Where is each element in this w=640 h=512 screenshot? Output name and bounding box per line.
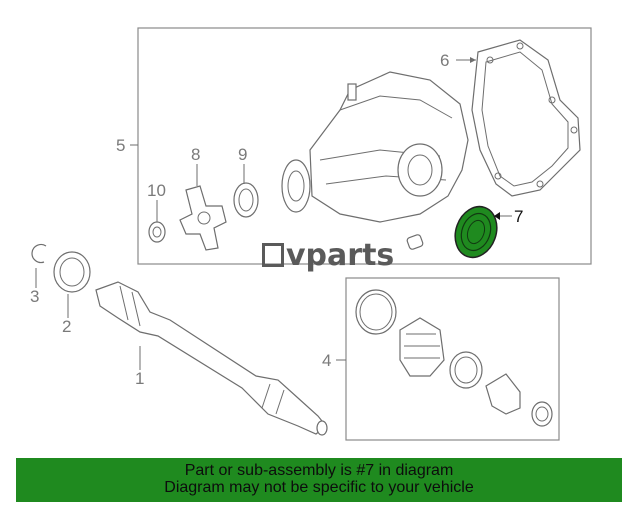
callout-5: 5 (116, 136, 125, 155)
callout-10: 10 (147, 181, 166, 200)
part-9-seal-ring (233, 182, 259, 218)
part-10-nut (148, 221, 166, 243)
callout-2: 2 (62, 317, 71, 336)
watermark-text: vparts (286, 238, 395, 273)
callout-3: 3 (30, 287, 39, 306)
part-8-flange (179, 185, 227, 251)
part-7-seal[interactable] (448, 201, 503, 264)
part-2-seal (53, 251, 91, 293)
callout-7: 7 (514, 207, 523, 226)
parts-diagram: 5 6 7 8 9 10 3 2 1 4 (30, 27, 592, 441)
info-banner: Part or sub-assembly is #7 in diagram Di… (16, 458, 622, 502)
watermark-mark-icon (262, 243, 284, 267)
assembly-box-5 (137, 27, 592, 265)
part-3-snap-ring (31, 243, 47, 264)
leader-lines (35, 57, 512, 370)
part-5-differential-housing (281, 71, 469, 223)
callout-8: 8 (191, 145, 200, 164)
watermark-logo: vparts (262, 238, 394, 273)
part-1-axle-shaft (95, 281, 328, 436)
drain-plug (406, 234, 424, 250)
part-6-cover[interactable] (471, 39, 581, 197)
part-4-boot-kit (355, 289, 553, 427)
callout-1: 1 (135, 369, 144, 388)
banner-line-2: Diagram may not be specific to your vehi… (164, 479, 474, 496)
callout-6: 6 (440, 51, 449, 70)
assembly-box-4 (345, 277, 560, 441)
banner-line-1: Part or sub-assembly is #7 in diagram (184, 462, 454, 479)
callout-9: 9 (238, 145, 247, 164)
callout-4: 4 (322, 351, 331, 370)
